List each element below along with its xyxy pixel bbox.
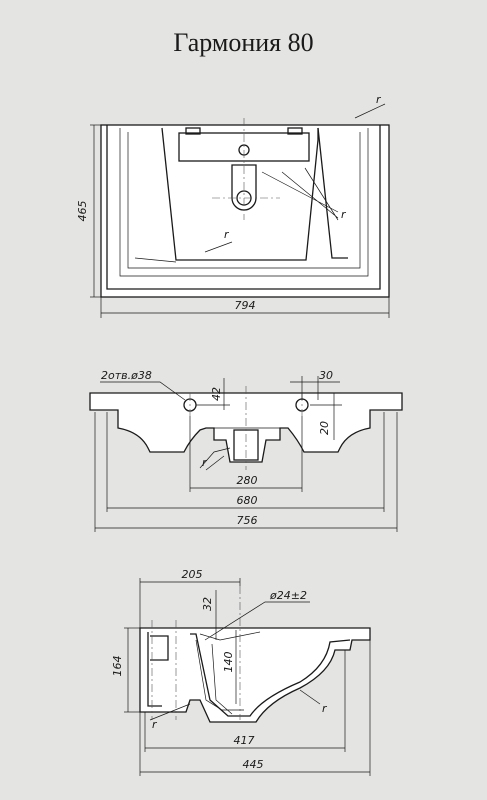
side-view-outline <box>139 627 371 723</box>
top-view-rim <box>106 125 381 290</box>
dim-32: 32 <box>201 597 214 611</box>
dim-280: 280 <box>237 474 258 487</box>
dim-465: 465 <box>76 201 89 222</box>
dim-756: 756 <box>237 514 258 527</box>
page-title: Гармония 80 <box>173 28 314 57</box>
dim-445: 445 <box>243 758 264 771</box>
dim-417: 417 <box>234 734 255 747</box>
top-view-bowl-edge <box>127 132 361 269</box>
front-view <box>89 376 403 532</box>
dim-794: 794 <box>235 299 256 312</box>
top-view <box>90 103 390 318</box>
dim-140: 140 <box>222 652 235 673</box>
dim-164: 164 <box>111 656 124 677</box>
dim-outlet: ø24±2 <box>269 589 307 602</box>
side-r-leader-right <box>299 689 321 705</box>
side-view <box>124 578 371 776</box>
tap-lug-left <box>185 127 201 135</box>
r-label-mid: r <box>341 208 347 221</box>
side-view-hatch <box>211 643 233 715</box>
side-r-leader-left <box>149 703 191 721</box>
r-leaders-mid <box>261 167 339 221</box>
top-view-bowl-right <box>317 127 348 259</box>
front-r-label: r <box>202 456 208 469</box>
r-leader-top <box>354 103 386 119</box>
top-view-bowl-left <box>161 127 319 261</box>
tap-lug-right <box>287 127 303 135</box>
dim-42: 42 <box>210 387 223 401</box>
dim-30: 30 <box>319 369 333 382</box>
r-leader-bottom <box>204 241 233 253</box>
top-view-bowl-curve <box>134 257 177 263</box>
side-r-label-left: r <box>152 718 158 731</box>
r-label-top: r <box>376 93 382 106</box>
r-label-bottom: r <box>224 228 230 241</box>
side-view-bowl-inner <box>190 633 351 717</box>
side-r-label-right: r <box>322 702 328 715</box>
dim-holes: 2отв.ø38 <box>101 369 152 382</box>
holes-leader <box>100 381 186 401</box>
front-r-leader <box>199 447 231 469</box>
side-view-bowl-inner-2 <box>195 639 244 711</box>
dim-20: 20 <box>318 421 331 435</box>
outlet-leader <box>204 601 310 641</box>
top-view-inner-rim <box>119 128 369 277</box>
side-view-back-wall <box>147 632 162 707</box>
dim-205: 205 <box>182 568 203 581</box>
dim-680: 680 <box>237 494 258 507</box>
side-view-tap-block <box>150 635 169 661</box>
